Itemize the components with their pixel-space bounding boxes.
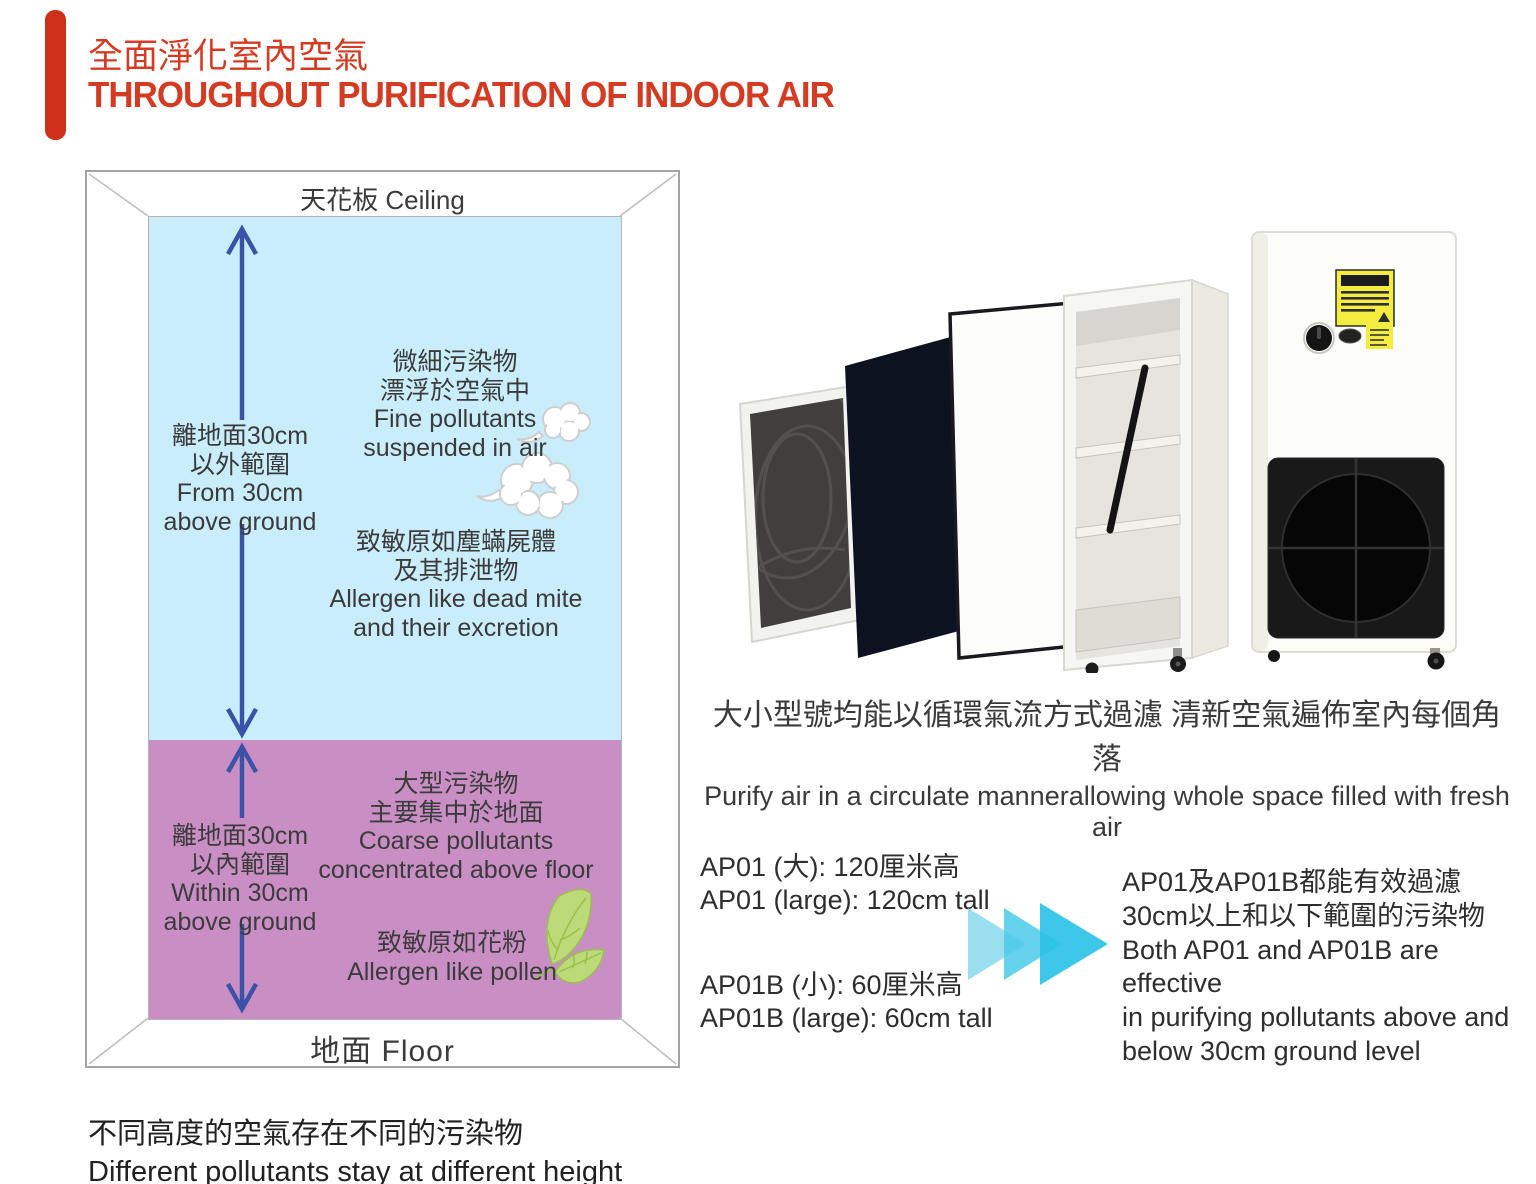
spec-ap01b: AP01B (小): 60厘米高 AP01B (large): 60cm tal… <box>700 970 993 1034</box>
socket <box>1338 328 1362 344</box>
lower-range-label: 離地面30cm 以內範圍 Within 30cm above ground <box>163 822 317 936</box>
exploded-filter-unit <box>738 278 1229 673</box>
products-caption-zh: 大小型號均能以循環氣流方式過濾 清新空氣遍佈室內每個角落 <box>712 699 1502 776</box>
floor-label: 地面 Floor <box>310 1035 455 1068</box>
page-title-en: THROUGHOUT PURIFICATION OF INDOOR AIR <box>88 74 835 115</box>
products-caption: 大小型號均能以循環氣流方式過濾 清新空氣遍佈室內每個角落 Purify air … <box>702 690 1512 843</box>
spec-sticker <box>1366 324 1393 349</box>
cabinet-unit <box>1251 231 1457 670</box>
footer-note: 不同高度的空氣存在不同的污染物 Different pollutants sta… <box>88 1118 623 1184</box>
product-photos <box>738 231 1457 673</box>
spec-ap01: AP01 (大): 120厘米高 AP01 (large): 120cm tal… <box>700 852 990 916</box>
upper-range-label: 離地面30cm 以外範圍 From 30cm above ground <box>163 422 317 536</box>
page-title-zh: 全面淨化室內空氣 <box>88 37 369 76</box>
room-diagram: 天花板 Ceiling 地面 Floor 離地面30cm 以外範圍 From 3… <box>85 170 680 1068</box>
products-caption-en: Purify air in a circulate mannerallowing… <box>704 781 1510 842</box>
pollen-allergen-label: 致敏原如花粉 Allergen like pollen <box>347 929 557 986</box>
fan-grille <box>1267 457 1445 639</box>
ceiling-label: 天花板 Ceiling <box>300 185 465 215</box>
warning-label <box>1335 269 1395 327</box>
chevron-right-icon <box>968 903 1108 985</box>
coarse-pollutants-label: 大型污染物 主要集中於地面 Coarse pollutants concentr… <box>318 770 594 884</box>
power-knob <box>1303 322 1335 354</box>
accent-bar <box>45 10 66 140</box>
effectiveness-note: AP01及AP01B都能有效過濾 30cm以上和以下範圍的污染物 Both AP… <box>1122 867 1510 1066</box>
mite-allergen-label: 致敏原如塵蟎屍體 及其排泄物 Allergen like dead mite a… <box>329 528 583 642</box>
fine-pollutants-label: 微細污染物 漂浮於空氣中 Fine pollutants suspended i… <box>363 348 547 462</box>
